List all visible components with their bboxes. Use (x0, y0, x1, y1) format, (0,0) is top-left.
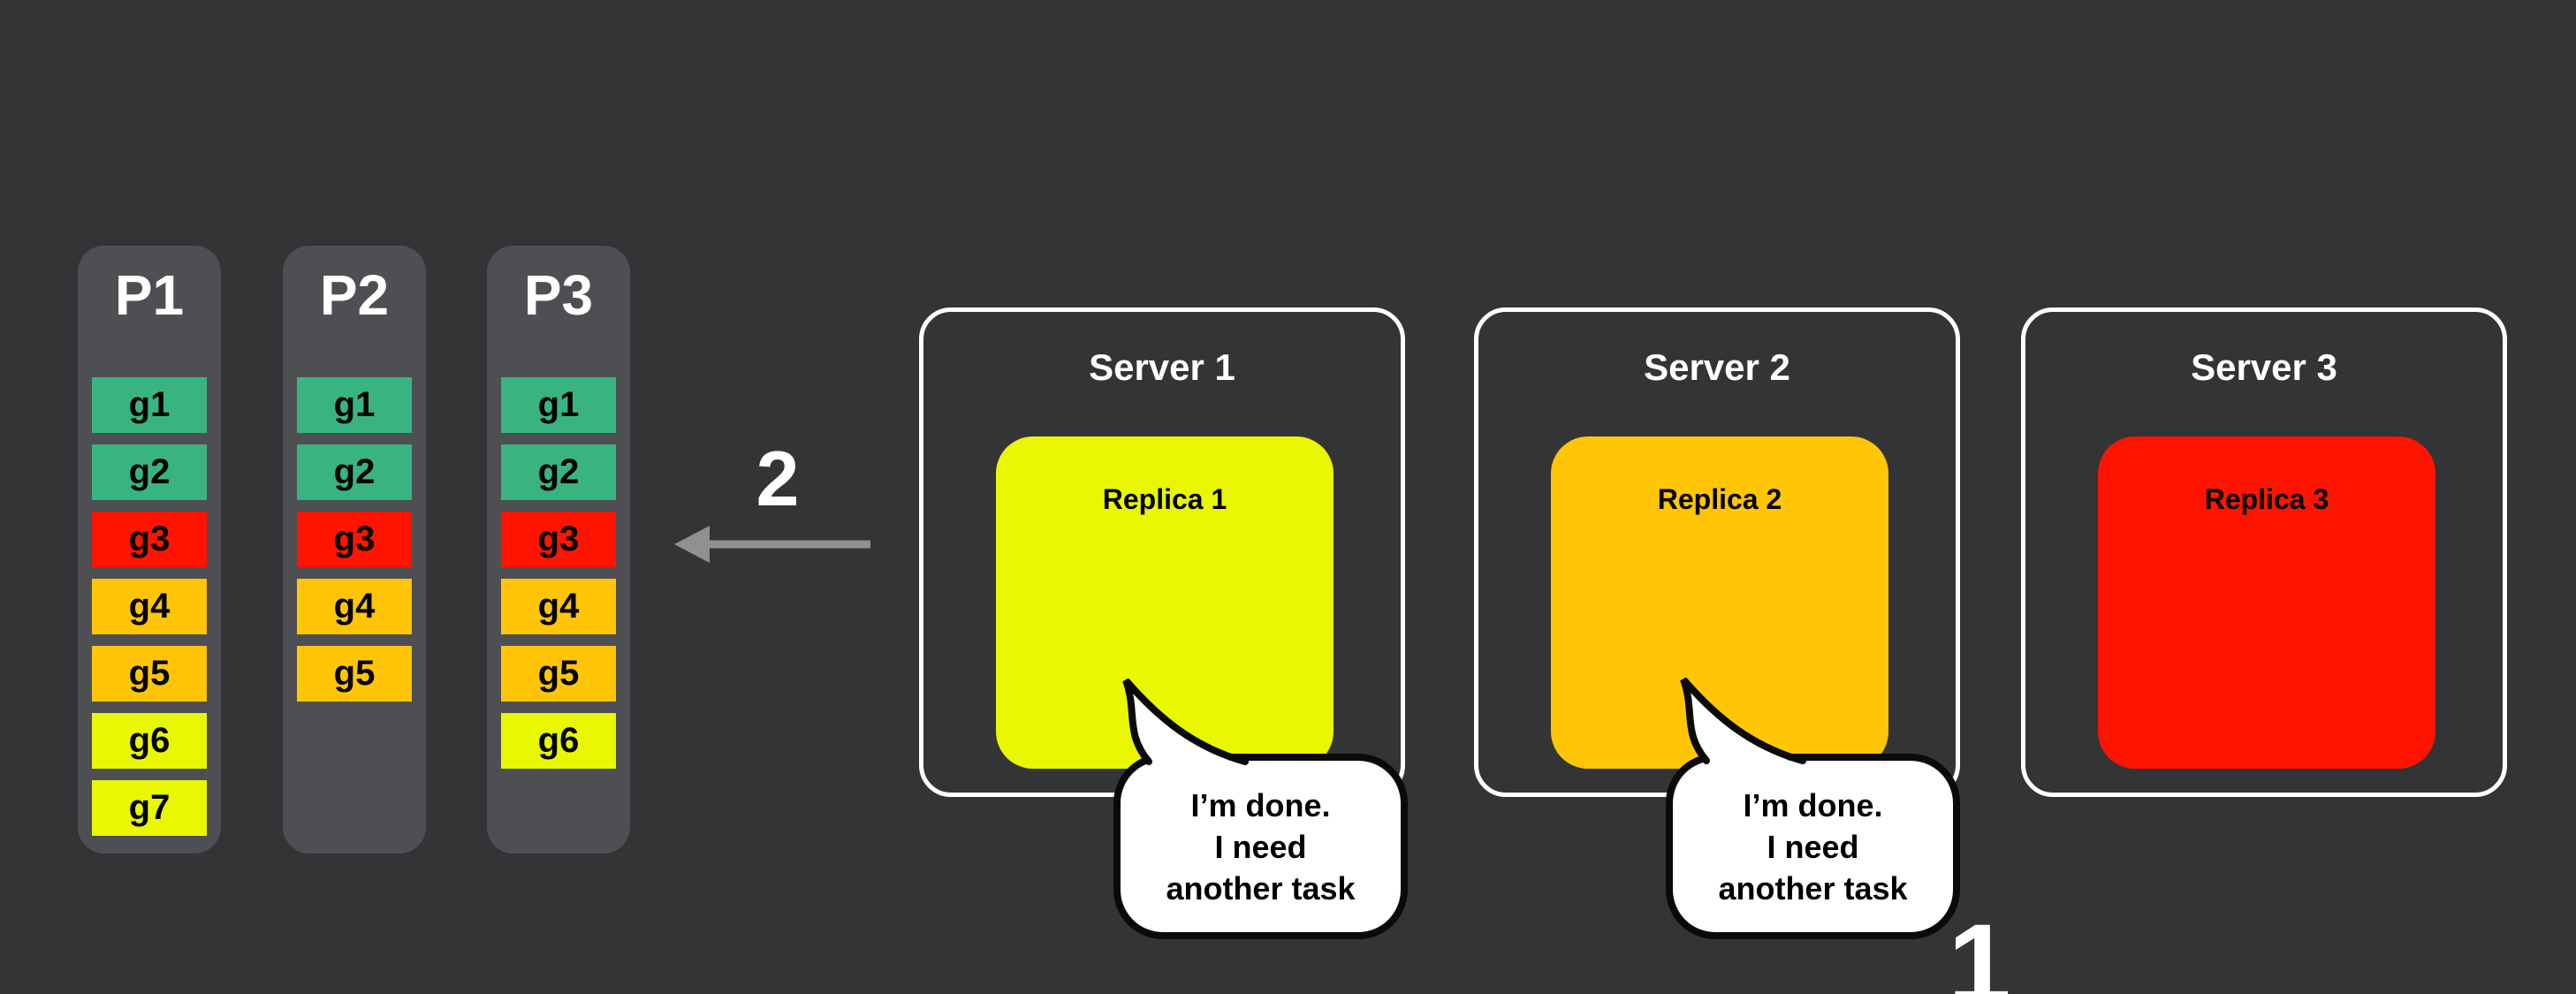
bubble-line: I’m done. (1190, 786, 1331, 823)
task-block: g4 (501, 579, 616, 634)
bubble-line: another task (1718, 869, 1908, 907)
server-box-3: Server 3 Replica 3 (2021, 307, 2507, 797)
partition-column-p3: P3 g1 g2 g3 g4 g5 g6 (487, 246, 630, 854)
task-block: g1 (297, 377, 412, 433)
task-list: g1 g2 g3 g4 g5 g6 (501, 377, 616, 769)
server-box-1: Server 1 Replica 1 (919, 307, 1405, 797)
bubble-line: I’m done. (1743, 786, 1883, 823)
task-block: g2 (297, 444, 412, 500)
left-arrow-icon (674, 526, 870, 563)
task-block: g4 (92, 579, 207, 634)
server-title: Server 3 (2191, 346, 2337, 388)
replica-label: Replica 3 (2204, 483, 2329, 515)
replica-box-1: Replica 1 (996, 436, 1334, 769)
task-block: g1 (92, 377, 207, 433)
task-block: g4 (297, 579, 412, 634)
speech-bubble-replica-2: I’m done. I need another task (1666, 754, 1960, 939)
task-block: g5 (297, 646, 412, 702)
speech-bubble-tail (1122, 679, 1249, 767)
bubble-line: I need (1767, 828, 1859, 865)
task-block: g3 (501, 512, 616, 567)
speech-bubble-replica-1: I’m done. I need another task (1113, 754, 1408, 939)
bubble-line: I need (1214, 828, 1307, 865)
replica-label: Replica 2 (1657, 483, 1782, 515)
task-list: g1 g2 g3 g4 g5 (297, 377, 412, 702)
step-2-label: 2 (756, 435, 800, 522)
partition-title: P1 (114, 263, 185, 327)
bubble-line: another task (1166, 869, 1356, 907)
task-block: g5 (92, 646, 207, 702)
replica-box-3: Replica 3 (2098, 436, 2435, 769)
partition-column-p2: P2 g1 g2 g3 g4 g5 (283, 246, 426, 854)
step-1-label: 1 (1948, 901, 2011, 994)
partition-title: P2 (319, 263, 390, 327)
task-list: g1 g2 g3 g4 g5 g6 g7 (92, 377, 207, 836)
server-title: Server 1 (1089, 346, 1235, 388)
task-block: g2 (92, 444, 207, 500)
replica-label: Replica 1 (1102, 483, 1227, 515)
task-block: g3 (297, 512, 412, 567)
task-block: g3 (92, 512, 207, 567)
server-title: Server 2 (1644, 346, 1790, 388)
task-block: g1 (501, 377, 616, 433)
speech-bubble-tail (1680, 678, 1806, 766)
partition-title: P3 (523, 263, 594, 327)
task-block: g6 (92, 713, 207, 769)
task-block: g7 (92, 780, 207, 836)
task-block: g5 (501, 646, 616, 702)
partition-column-p1: P1 g1 g2 g3 g4 g5 g6 g7 (78, 246, 221, 854)
task-block: g6 (501, 713, 616, 769)
task-block: g2 (501, 444, 616, 500)
